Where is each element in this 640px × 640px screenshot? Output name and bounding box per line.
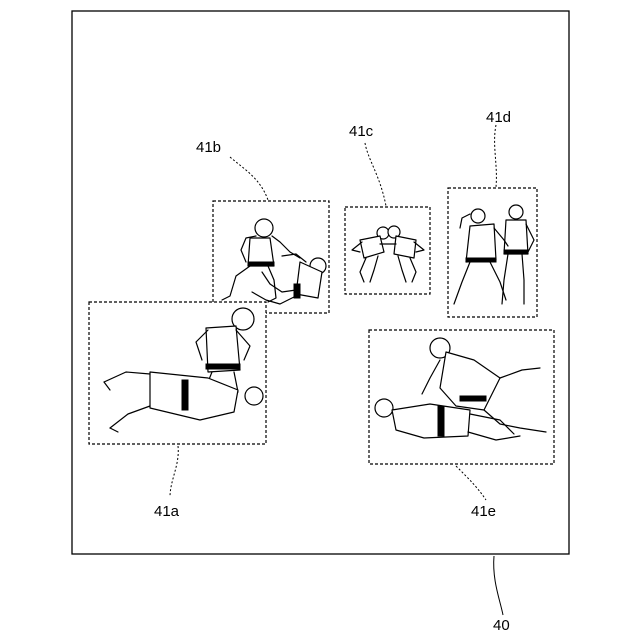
label-41c: 41c — [349, 123, 374, 140]
label-41a: 41a — [154, 503, 180, 520]
label-40: 40 — [493, 617, 510, 634]
label-41b: 41b — [196, 139, 221, 156]
panel-41c-box — [345, 207, 430, 294]
label-41e: 41e — [471, 503, 496, 520]
label-41d: 41d — [486, 109, 511, 126]
leader-40 — [494, 556, 503, 615]
